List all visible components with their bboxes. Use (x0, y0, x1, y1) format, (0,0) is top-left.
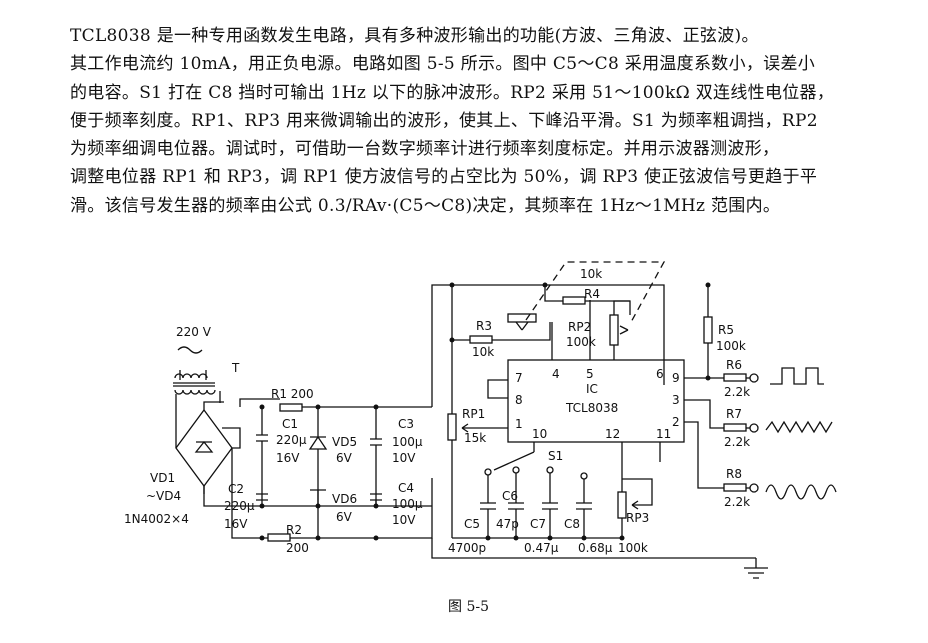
text-line: 其工作电流约 10mA，用正负电源。电路如图 5-5 所示。图中 C5～C8 采… (70, 54, 816, 75)
bridge-label: VD1 (150, 471, 175, 485)
c5-label: C5 (464, 517, 480, 531)
vd5-voltage: 6V (336, 451, 353, 465)
c3-label: C3 (398, 417, 414, 431)
rp1-value: 15k (464, 431, 486, 445)
rp3-value: 100k (618, 541, 648, 555)
c6-value: 47p (496, 517, 519, 531)
pin-7: 7 (515, 371, 523, 385)
r5-label: R5 (718, 323, 734, 337)
timing-network (451, 261, 713, 378)
vd6-label: VD6 (332, 492, 357, 506)
transformer-label: T (231, 361, 240, 375)
c2-value: 220μ (224, 499, 255, 513)
c2-label: C2 (228, 482, 244, 496)
pin-11: 11 (656, 427, 671, 441)
r6-value: 2.2k (724, 385, 750, 399)
supply-wiring (203, 284, 756, 559)
output-square (684, 367, 824, 385)
ic-label: IC (586, 382, 598, 396)
r2-value: 200 (286, 541, 309, 555)
timing-capacitors (452, 473, 622, 539)
r3-label: R3 (476, 319, 492, 333)
output-sine (684, 421, 837, 500)
pin-8: 8 (515, 393, 523, 407)
r8-value: 2.2k (724, 495, 750, 509)
c4-value: 100μ (392, 497, 423, 511)
text-line: 调整电位器 RP1 和 RP3，调 RP1 使方波信号的占空比为 50%，调 R… (70, 167, 818, 188)
text-line: 的电容。S1 打在 C8 挡时可输出 1Hz 以下的脉冲波形。RP2 采用 51… (70, 82, 835, 103)
c1-label: C1 (282, 417, 298, 431)
c8-value: 0.68μ (578, 541, 613, 555)
bridge-label-3: 1N4002×4 (124, 512, 189, 526)
c2-voltage: 16V (224, 517, 248, 531)
figure-caption: 图 5-5 (448, 599, 489, 615)
potentiometer-rp1 (447, 340, 508, 538)
ic-tcl8038 (487, 359, 685, 443)
rp2-label: RP2 (568, 320, 591, 334)
c4-label: C4 (398, 481, 414, 495)
mains-label: 220 V (176, 325, 212, 339)
pin-6: 6 (656, 367, 664, 381)
capacitor-c3 (370, 407, 382, 506)
c1-value: 220μ (276, 433, 307, 447)
c6-label: C6 (502, 489, 518, 503)
pin-3: 3 (672, 393, 680, 407)
zener-vd6 (310, 489, 326, 538)
bridge-label-2: ~VD4 (146, 489, 181, 503)
text-line: 为频率细调电位器。调试时，可借助一台数字频率计进行频率刻度标定。并用示波器测波形… (70, 139, 780, 160)
zener-vd5 (308, 407, 328, 506)
capacitor-c1 (256, 407, 268, 506)
c3-value: 100μ (392, 435, 423, 449)
transformer (173, 346, 221, 424)
c1-voltage: 16V (276, 451, 300, 465)
pin-9: 9 (672, 371, 680, 385)
r7-value: 2.2k (724, 435, 750, 449)
r7-label: R7 (726, 407, 742, 421)
output-triangle (684, 399, 833, 434)
rp1-label: RP1 (462, 407, 485, 421)
r4-top-value: 10k (580, 267, 602, 281)
pin-2: 2 (672, 415, 680, 429)
r3-value: 10k (472, 345, 494, 359)
r1-label: R1 200 (271, 387, 314, 401)
potentiometer-rp3 (617, 442, 661, 538)
ic-name: TCL8038 (565, 401, 618, 415)
capacitor-c2 (256, 493, 268, 501)
rp3-label: RP3 (626, 511, 649, 525)
c4-voltage: 10V (392, 513, 416, 527)
c5-value: 4700p (448, 541, 486, 555)
ground-symbol (744, 558, 768, 579)
pin-4: 4 (552, 367, 560, 381)
r5-value: 100k (716, 339, 746, 353)
c8-label: C8 (564, 517, 580, 531)
text-line: TCL8038 是一种专用函数发生电路，具有多种波形输出的功能(方波、三角波、正… (70, 26, 759, 46)
text-line: 便于频率刻度。RP1、RP3 用来微调输出的波形，使其上、下峰沿平滑。S1 为频… (70, 110, 818, 131)
pin-1: 1 (515, 417, 523, 431)
description-paragraph: TCL8038 是一种专用函数发生电路，具有多种波形输出的功能(方波、三角波、正… (70, 22, 910, 220)
c3-voltage: 10V (392, 451, 416, 465)
r2-label: R2 (286, 523, 302, 537)
text-line: 滑。该信号发生器的频率由公式 0.3/RAv·(C5～C8)决定，其频率在 1H… (70, 195, 781, 216)
r8-label: R8 (726, 467, 742, 481)
vd5-label: VD5 (332, 435, 357, 449)
pin-10: 10 (532, 427, 547, 441)
junction-dots (259, 282, 711, 541)
rp2-value: 100k (566, 335, 596, 349)
pin-5: 5 (586, 367, 594, 381)
r4-label: R4 (584, 287, 600, 301)
range-switch-s1 (484, 442, 588, 480)
s1-label: S1 (548, 449, 563, 463)
pin-12: 12 (605, 427, 620, 441)
bridge-rectifier (175, 401, 241, 494)
c7-value: 0.47μ (524, 541, 559, 555)
vd6-voltage: 6V (336, 510, 353, 524)
r6-label: R6 (726, 358, 742, 372)
c7-label: C7 (530, 517, 546, 531)
